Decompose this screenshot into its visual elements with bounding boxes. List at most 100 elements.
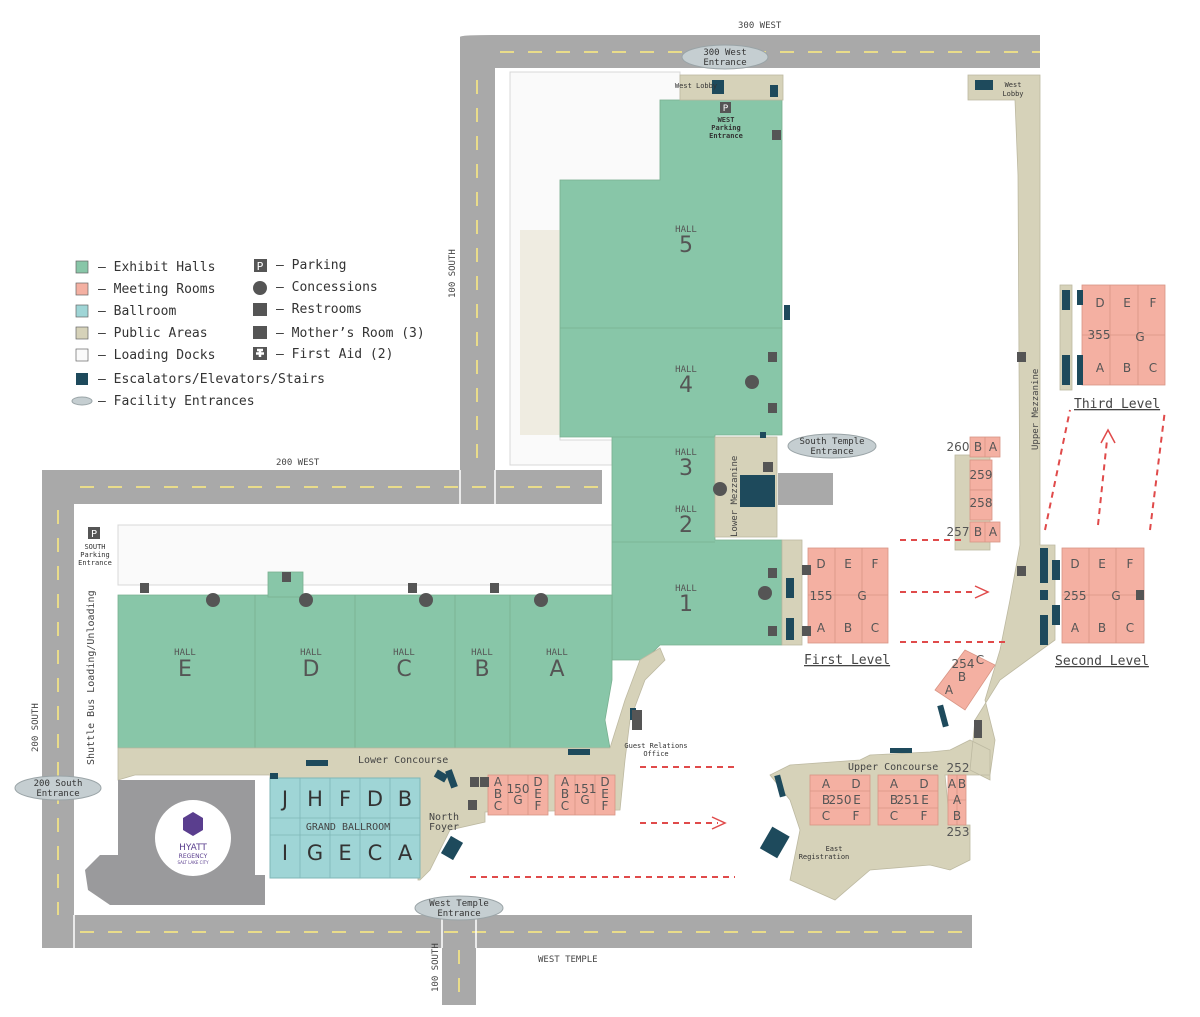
- svg-text:E: E: [601, 787, 609, 801]
- public-areas: [117, 74, 1073, 901]
- svg-text:C: C: [822, 809, 830, 823]
- svg-text:255: 255: [1064, 589, 1087, 603]
- svg-text:HALL: HALL: [471, 648, 493, 658]
- svg-text:B: B: [974, 440, 982, 454]
- hall-3: 3: [679, 456, 693, 481]
- svg-text:J: J: [280, 787, 288, 811]
- upper-mezzanine-label: Upper Mezzanine: [1031, 369, 1041, 450]
- svg-text:A: A: [989, 525, 998, 539]
- svg-text:Entrance: Entrance: [709, 132, 743, 140]
- svg-text:G: G: [307, 841, 323, 865]
- hall-c: C: [396, 657, 411, 682]
- upper-concourse-label: Upper Concourse: [848, 762, 938, 773]
- concessions-icon: [534, 593, 548, 607]
- restrooms-icon: [768, 568, 777, 578]
- legend-restrooms: – Restrooms: [276, 302, 362, 317]
- svg-text:West Temple: West Temple: [429, 899, 489, 909]
- svg-text:HYATT: HYATT: [179, 843, 207, 853]
- svg-text:254: 254: [952, 657, 975, 671]
- concessions-icon: [758, 586, 772, 600]
- parking-letters: P P: [91, 104, 729, 540]
- svg-text:SALT LAKE CITY: SALT LAKE CITY: [177, 860, 209, 865]
- svg-text:G: G: [1135, 330, 1144, 344]
- svg-text:A: A: [948, 777, 957, 791]
- third-level-label: Third Level: [1074, 397, 1160, 412]
- svg-text:F: F: [1127, 557, 1134, 571]
- svg-text:A: A: [561, 775, 570, 789]
- restrooms-icon: [1136, 590, 1144, 600]
- exhibit-halls: [117, 99, 783, 749]
- entrance-labels: 300 West Entrance South Temple Entrance …: [34, 48, 865, 919]
- svg-text:C: C: [890, 809, 898, 823]
- svg-text:Parking: Parking: [80, 551, 110, 559]
- svg-text:B: B: [890, 793, 898, 807]
- svg-text:HALL: HALL: [675, 365, 697, 375]
- facility-entrances: [14, 44, 877, 921]
- legend-exhibit: – Exhibit Halls: [98, 260, 215, 275]
- hall-e: E: [178, 657, 192, 682]
- svg-text:C: C: [976, 653, 984, 667]
- hall-5: 5: [679, 233, 693, 258]
- restrooms-icon: [253, 303, 267, 316]
- ballroom-letters: J H F D B I G E C A: [280, 787, 413, 865]
- svg-text:355: 355: [1088, 328, 1111, 342]
- svg-text:E: E: [921, 793, 929, 807]
- svg-text:WEST: WEST: [718, 116, 735, 124]
- svg-text:259: 259: [970, 468, 993, 482]
- mothers-room-icon: [974, 720, 982, 738]
- legend-firstaid: – First Aid (2): [276, 347, 393, 362]
- svg-text:300 West: 300 West: [703, 48, 746, 58]
- legend-loading: – Loading Docks: [98, 348, 215, 363]
- street-200-south: 200 SOUTH: [31, 703, 41, 752]
- svg-text:Entrance: Entrance: [437, 909, 480, 919]
- restrooms-icon: [632, 710, 642, 730]
- svg-text:Registration: Registration: [799, 853, 850, 861]
- room-254: [934, 649, 996, 711]
- svg-text:Office: Office: [643, 750, 668, 758]
- svg-text:F: F: [921, 809, 928, 823]
- legend-labels: – Exhibit Halls – Meeting Rooms – Ballro…: [98, 258, 425, 409]
- svg-text:F: F: [602, 799, 609, 813]
- svg-text:F: F: [535, 799, 542, 813]
- restrooms-icon: [768, 352, 777, 362]
- svg-text:B: B: [494, 787, 502, 801]
- svg-text:D: D: [851, 777, 860, 791]
- svg-text:D: D: [919, 777, 928, 791]
- svg-text:Guest Relations: Guest Relations: [624, 742, 687, 750]
- concessions-icon: [419, 593, 433, 607]
- restroom-icons: [88, 102, 1144, 810]
- area-labels: West Lobby WEST Parking Entrance West Lo…: [78, 81, 1041, 865]
- legend-parking: – Parking: [276, 258, 346, 273]
- restrooms-icon: [772, 130, 781, 140]
- svg-text:Entrance: Entrance: [78, 559, 112, 567]
- svg-text:F: F: [339, 787, 351, 811]
- meeting-rooms: [487, 284, 1166, 826]
- svg-text:A: A: [822, 777, 831, 791]
- svg-text:Entrance: Entrance: [703, 58, 746, 68]
- parking-icon: [254, 259, 267, 272]
- concessions-icon: [253, 281, 267, 295]
- svg-text:Foyer: Foyer: [429, 822, 459, 833]
- svg-text:Entrance: Entrance: [36, 789, 79, 799]
- hyatt-regency-building: [85, 780, 265, 905]
- hall-a: A: [549, 657, 564, 682]
- svg-text:B: B: [822, 793, 830, 807]
- concessions-icon: [713, 482, 727, 496]
- svg-text:B: B: [398, 787, 412, 811]
- svg-text:F: F: [1150, 296, 1157, 310]
- svg-text:D: D: [600, 775, 609, 789]
- svg-text:260: 260: [947, 440, 970, 454]
- room-258: [969, 489, 993, 521]
- restrooms-icon: [802, 626, 811, 636]
- mothers-room-icon: [470, 777, 479, 787]
- svg-text:C: C: [494, 799, 502, 813]
- svg-text:A: A: [494, 775, 503, 789]
- street-labels: 300 WEST 200 WEST WEST TEMPLE 100 SOUTH …: [31, 21, 782, 992]
- street-200-west: 200 WEST: [276, 458, 320, 468]
- legend-concessions: – Concessions: [276, 280, 378, 295]
- road-lines: [73, 470, 496, 948]
- svg-text:258: 258: [970, 496, 993, 510]
- svg-text:HALL: HALL: [675, 505, 697, 515]
- hall-labels: HALL 5 HALL 4 HALL 3 HALL 2 HALL 1 HALL …: [174, 225, 697, 682]
- ballroom: [269, 777, 421, 879]
